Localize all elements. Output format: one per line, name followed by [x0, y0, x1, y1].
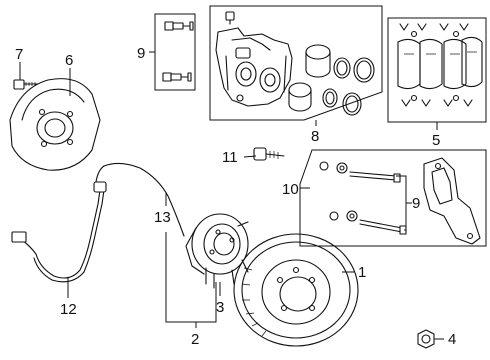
callout-12: 12: [60, 301, 77, 318]
bleeder-screw: [225, 11, 235, 25]
callout-8: 8: [311, 128, 319, 145]
callout-5: 5: [432, 132, 440, 149]
dust-shield: [9, 78, 101, 171]
caliper-bracket: [423, 157, 481, 245]
callout-6: 6: [65, 52, 73, 69]
callout-7: 7: [15, 46, 23, 63]
callout-2: 2: [191, 331, 199, 348]
callout-11: 11: [222, 149, 238, 166]
brake-pad-kit-box: [387, 17, 487, 123]
guide-pin-bottom: [162, 72, 192, 82]
caliper-bracket-kit-box: [299, 149, 487, 247]
callout-1: 1: [358, 264, 366, 281]
leader-2: [165, 232, 217, 323]
leader-9-bracket: [396, 175, 407, 231]
caliper-pistons: [288, 44, 331, 112]
callout-13: 13: [154, 209, 171, 226]
brake-pads: [397, 36, 483, 90]
abs-sensor-lead: [103, 162, 185, 237]
mounting-bolt: [253, 147, 285, 161]
pad-clips: [399, 23, 473, 107]
hub-bearing: [185, 213, 249, 289]
callout-4: 4: [448, 331, 456, 348]
abs-sensor-wire: [11, 165, 107, 283]
piston-seals: [322, 57, 375, 116]
callout-9-top: 9: [137, 45, 145, 62]
guide-pin-top: [164, 21, 194, 31]
shield-bolt: [13, 79, 39, 90]
brake-rotor: [233, 233, 359, 347]
callout-3: 3: [216, 299, 224, 316]
callout-10: 10: [282, 181, 299, 198]
hub-nut: [417, 329, 435, 349]
bracket-bolts-bottom: [329, 210, 407, 235]
caliper-assembly: [215, 27, 293, 107]
bracket-bolts-top: [319, 161, 401, 183]
callout-9-bracket: 9: [412, 195, 420, 212]
leader-11: [243, 155, 257, 158]
